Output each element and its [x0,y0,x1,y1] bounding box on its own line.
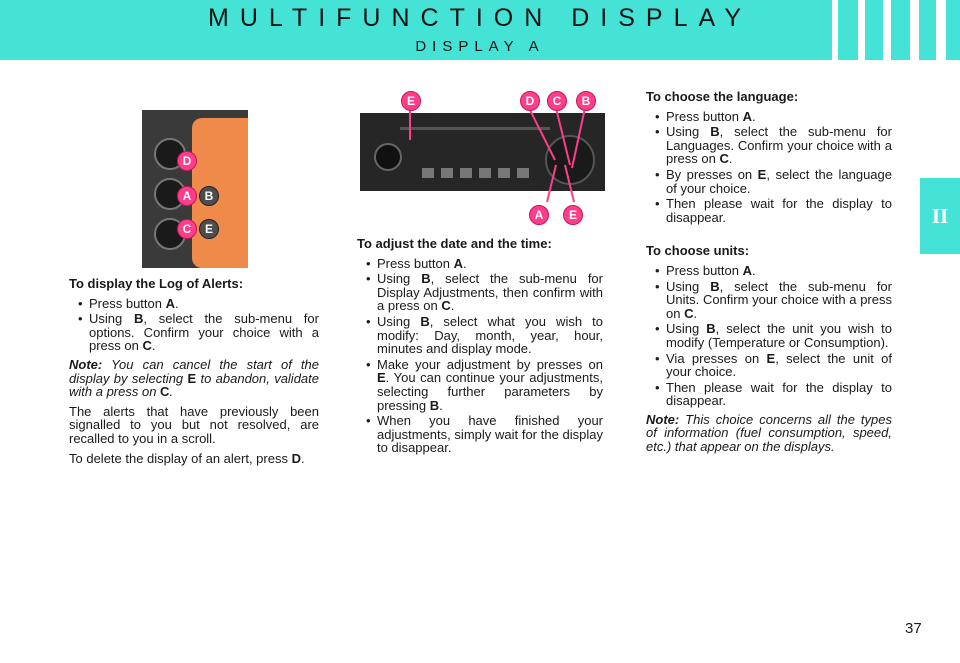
list-item: Using B, select the unit you wish to mod… [646,322,892,349]
section-heading: To choose units: [646,243,750,259]
label-badge-c: C [177,219,197,239]
instruction-list: Press button A. Using B, select the sub-… [646,109,892,225]
paragraph: To delete the display of an alert, press… [69,450,305,466]
list-item: Press button A. [646,264,892,278]
alerts-log-section: To display the Log of Alerts: Press butt… [69,277,319,471]
list-item: Using B, select the sub-menu for Display… [357,272,603,313]
header-stripe [883,0,891,60]
label-badge-e-bottom: E [563,205,583,225]
date-time-section: To adjust the date and the time: Press b… [357,237,603,460]
list-item: Press button A. [646,109,892,124]
page-number: 37 [905,620,922,637]
header-stripe [936,0,946,60]
label-badge-e-top: E [401,91,421,111]
header-stripe [832,0,838,60]
list-item: Using B, select the sub-menu for options… [69,312,319,353]
note-text: Note: You can cancel the start of the di… [69,356,319,400]
page-title: MULTIFUNCTION DISPLAY [208,4,752,32]
label-badge-b: B [199,186,219,206]
list-item: By presses on E, select the lan­guage of… [646,168,892,195]
label-badge-a: A [177,186,197,206]
header-banner: MULTIFUNCTION DISPLAY DISPLAY A [0,0,960,60]
list-item: Via presses on E, select the unit of you… [646,351,892,379]
instruction-list: Press button A. Using B, select the sub-… [69,296,319,353]
header-stripe [858,0,865,60]
list-item: Using B, select the sub-menu for Languag… [646,125,892,166]
label-badge-d: D [520,91,540,111]
chapter-tab: II [920,178,960,254]
page-subtitle: DISPLAY A [415,38,545,55]
list-item: Press button A. [69,296,319,311]
label-badge-b: B [576,91,596,111]
section-heading: To display the Log of Alerts: [69,276,244,291]
header-stripe [910,0,919,60]
radio-unit-illustration [360,113,605,191]
cd-slot [400,127,550,130]
label-badge-d: D [177,151,197,171]
language-units-section: To choose the language: Press button A. … [646,90,892,460]
list-item: Using B, select what you wish to modify:… [357,315,603,356]
list-item: Press button A. [357,256,603,271]
instruction-list: Press button A. Using B, select the sub-… [646,264,892,408]
label-badge-a: A [529,205,549,225]
list-item: Then please wait for the display to disa… [646,197,892,224]
section-heading: To choose the language: [646,89,799,104]
list-item: Using B, select the sub-menu for Units. … [646,279,892,321]
label-badge-e: E [199,219,219,239]
pointer-lines [409,107,586,203]
list-item: Then please wait for the display to disa… [646,380,892,408]
list-item: When you have finished your adjustments,… [357,414,603,455]
instruction-list: Press button A. Using B, select the sub-… [357,256,603,455]
section-heading: To adjust the date and the time: [357,236,552,251]
paragraph: The alerts that have previously been sig… [69,403,319,446]
label-badge-c: C [547,91,567,111]
note-text: Note: This choice concerns all the types… [646,411,892,455]
preset-buttons [422,168,532,178]
list-item: Make your adjustment by presses on E. Yo… [357,357,603,412]
volume-knob [374,143,402,171]
